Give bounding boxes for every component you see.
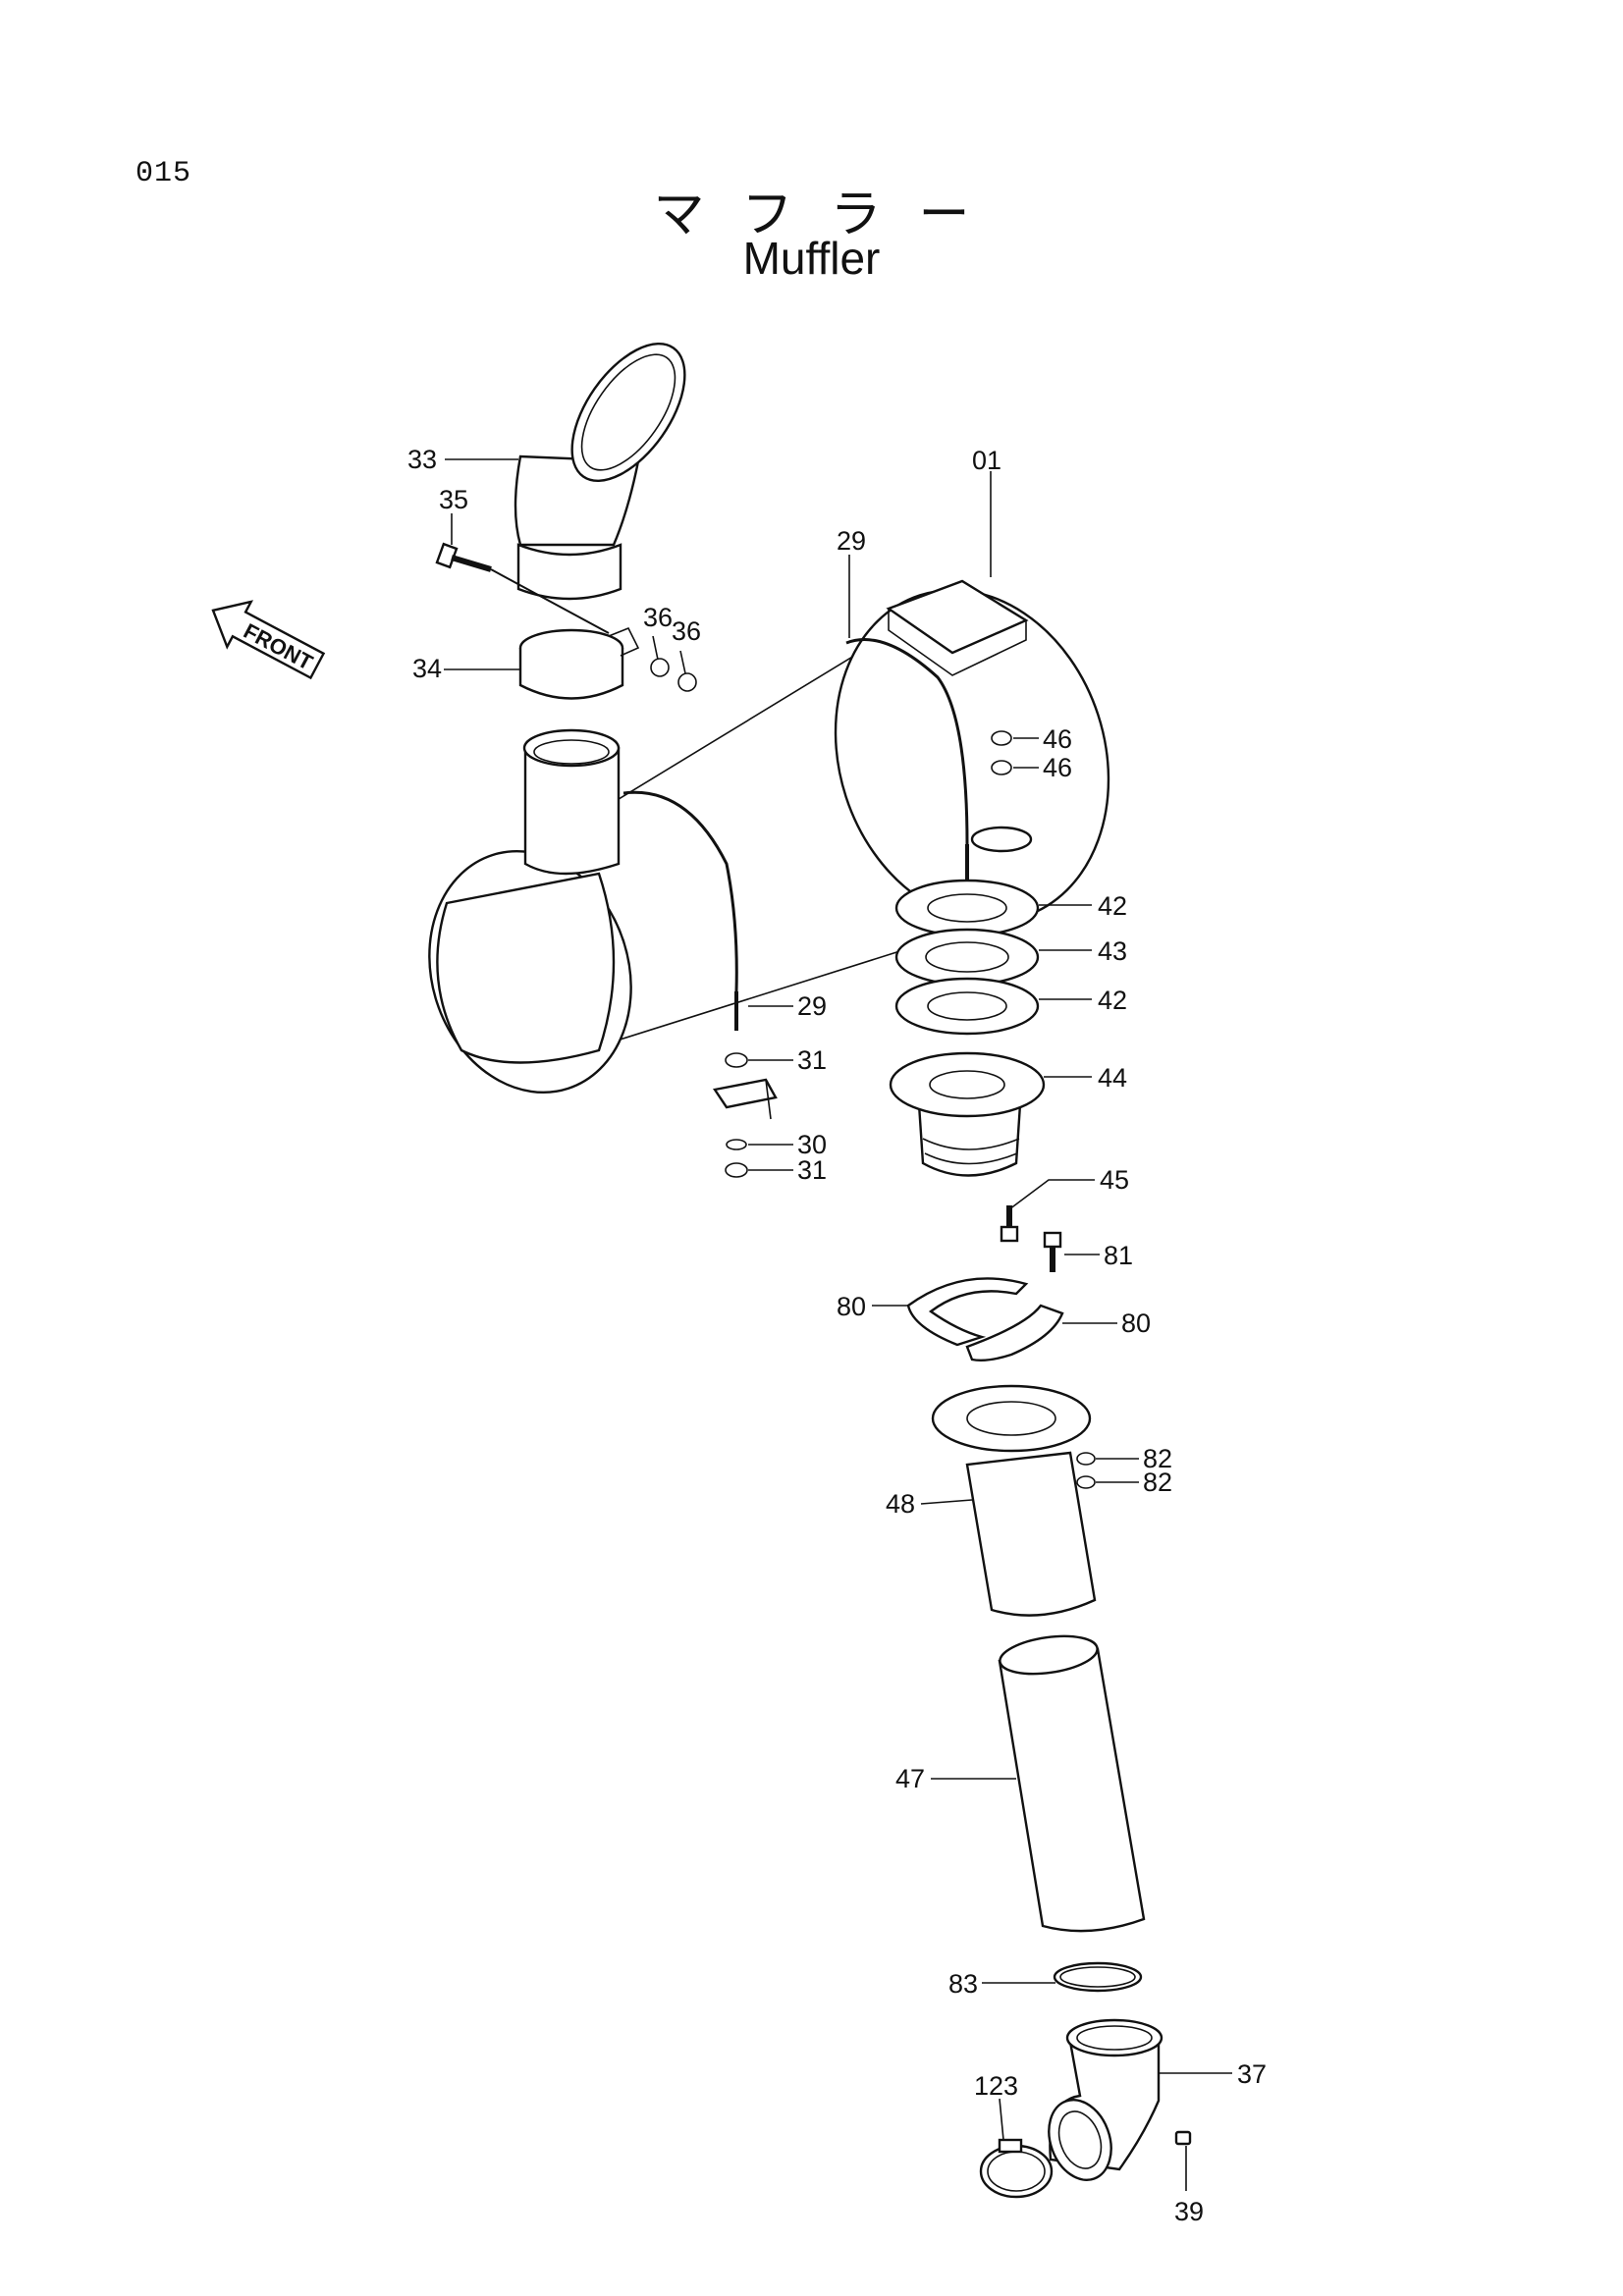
callout-29-bottom: 29 — [797, 991, 827, 1021]
exhaust-elbow-33 — [514, 342, 686, 601]
callout-48: 48 — [886, 1489, 915, 1519]
callout-82-a: 82 — [1143, 1444, 1172, 1473]
callout-42-upper: 42 — [1098, 891, 1127, 921]
hose-clamp-123 — [979, 2138, 1054, 2199]
nut-82-a — [1076, 1452, 1096, 1466]
snap-ring-83 — [1053, 1961, 1143, 1993]
nut-31-upper — [725, 1052, 748, 1068]
callout-30: 30 — [797, 1130, 827, 1159]
nut-82-b — [1076, 1475, 1096, 1489]
callout-34: 34 — [412, 654, 442, 683]
callout-31-upper: 31 — [797, 1045, 827, 1075]
gasket-42-lower — [894, 977, 1040, 1036]
callout-46-b: 46 — [1043, 753, 1072, 782]
callout-47: 47 — [895, 1764, 925, 1793]
callout-labels: 01 29 29 30 31 31 33 34 35 36 36 37 39 4… — [407, 445, 1267, 2226]
callout-43: 43 — [1098, 936, 1127, 966]
callout-45: 45 — [1100, 1165, 1129, 1195]
bolt-35 — [435, 542, 610, 634]
callout-29-top: 29 — [837, 526, 866, 556]
elbow-37 — [1048, 2018, 1163, 2181]
nut-46-a — [991, 730, 1012, 746]
nut-31-lower — [725, 1162, 748, 1178]
bracket-30 — [712, 1078, 778, 1120]
nut-36-a — [650, 658, 670, 677]
callout-42-lower: 42 — [1098, 986, 1127, 1015]
title-english: Muffler — [742, 233, 881, 284]
callout-80-left: 80 — [837, 1292, 866, 1321]
band-clamp-34 — [518, 626, 640, 700]
callout-33: 33 — [407, 445, 437, 474]
u-bolt-29-rear — [622, 790, 738, 1031]
muffler-body-01 — [428, 579, 1110, 1095]
page-code: 015 — [135, 157, 192, 190]
callout-82-b: 82 — [1143, 1468, 1172, 1497]
callout-80-right: 80 — [1121, 1308, 1151, 1338]
nut-46-b — [991, 760, 1012, 775]
callout-31-lower: 31 — [797, 1155, 827, 1185]
gasket-43 — [894, 928, 1040, 987]
callout-36-a: 36 — [643, 603, 673, 632]
callout-81: 81 — [1104, 1241, 1133, 1270]
callout-46-a: 46 — [1043, 724, 1072, 754]
tail-pipe-47 — [998, 1634, 1146, 1933]
bolt-81 — [1043, 1231, 1062, 1272]
gasket-42-upper — [894, 879, 1040, 937]
retainer-80-left — [906, 1277, 1029, 1347]
callout-44: 44 — [1098, 1063, 1127, 1093]
front-direction-arrow: FRONT — [211, 600, 326, 680]
callout-83: 83 — [948, 1969, 978, 1999]
callout-01: 01 — [972, 446, 1001, 475]
nut-36-b — [677, 672, 697, 692]
retainer-80-right — [965, 1304, 1064, 1362]
leader-lines — [444, 458, 1232, 2191]
washer-30 — [726, 1139, 747, 1150]
bolt-45 — [1000, 1205, 1019, 1243]
outlet-pipe-48 — [931, 1384, 1097, 1617]
callout-39: 39 — [1174, 2197, 1204, 2226]
callout-37: 37 — [1237, 2059, 1267, 2089]
callout-35: 35 — [439, 485, 468, 514]
title-japanese: マフラー — [653, 186, 1007, 244]
flange-adapter-44 — [889, 1051, 1046, 1177]
callout-123: 123 — [974, 2071, 1018, 2101]
callout-36-b: 36 — [672, 616, 701, 646]
drain-plug-39 — [1174, 2130, 1192, 2146]
